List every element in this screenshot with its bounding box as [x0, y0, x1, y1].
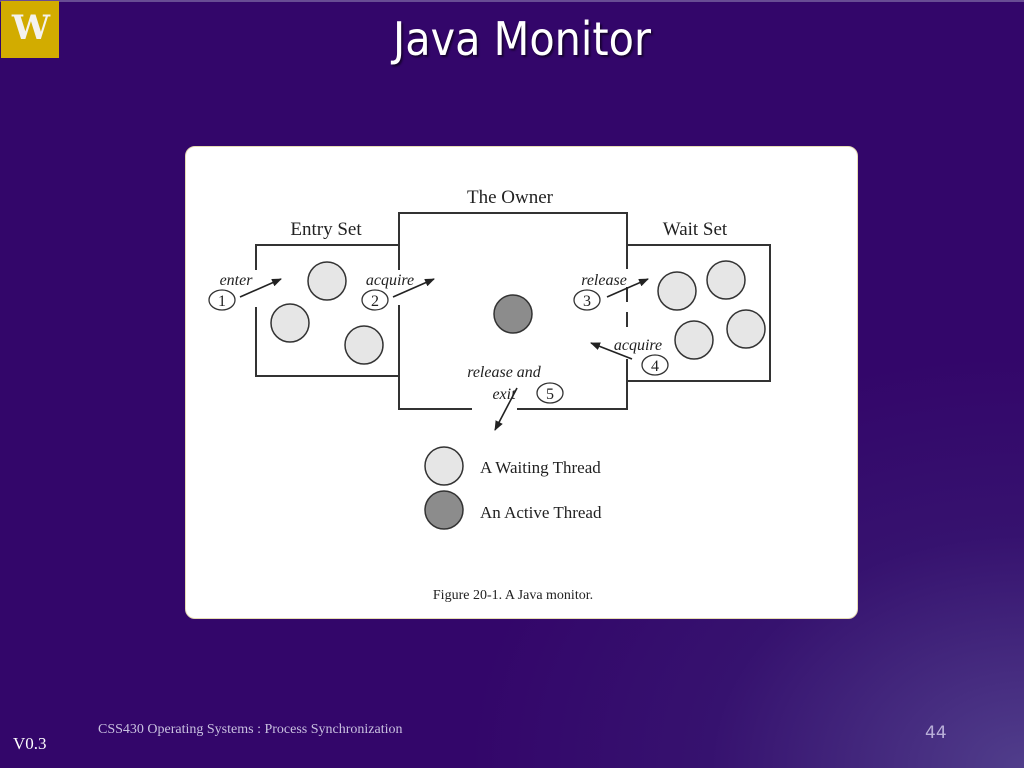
- entry-set-box: [255, 244, 400, 377]
- step-3-number: 3: [583, 293, 591, 310]
- wait-set-label: Wait Set: [663, 219, 728, 240]
- university-logo: W: [1, 1, 59, 58]
- owner-border-bottom-left: [398, 376, 472, 410]
- enter-label: enter: [220, 272, 254, 289]
- transition-release: release 3: [573, 272, 649, 311]
- wait-waiting-thread: [726, 309, 766, 349]
- release-label: release: [581, 272, 627, 289]
- owner-border-bottom-right: [517, 376, 628, 410]
- footer-course-title: CSS430 Operating Systems : Process Synch…: [98, 722, 403, 737]
- enter-arrow: [239, 278, 282, 298]
- step-2-number: 2: [371, 293, 379, 310]
- owner-active-thread: [493, 294, 533, 334]
- legend-active-label: An Active Thread: [480, 503, 602, 522]
- transition-acquire-wait: acquire 4: [590, 337, 669, 376]
- release-exit-label-line2: exit: [492, 386, 516, 403]
- entry-set-label: Entry Set: [290, 219, 362, 240]
- entry-waiting-thread: [307, 261, 347, 301]
- step-4-badge: [641, 354, 669, 376]
- step-1-number: 1: [218, 293, 226, 310]
- release-arrow: [606, 278, 649, 298]
- owner-label: The Owner: [467, 187, 554, 208]
- slide-page-number: 44: [925, 723, 947, 743]
- figure-caption: Figure 20-1. A Java monitor.: [433, 588, 593, 603]
- entry-set-border-bottom: [255, 307, 399, 377]
- entry-waiting-thread: [344, 325, 384, 365]
- slide-title: Java Monitor: [393, 12, 651, 66]
- logo-letter: W: [11, 7, 50, 48]
- step-1-badge: [208, 289, 236, 311]
- wait-waiting-thread: [706, 260, 746, 300]
- transition-acquire-entry: acquire 2: [361, 272, 435, 311]
- release-exit-label-line1: release and: [467, 364, 542, 381]
- acquire-entry-label: acquire: [366, 272, 414, 289]
- legend-waiting-swatch: [424, 446, 464, 486]
- release-exit-arrow: [494, 387, 518, 431]
- step-5-badge: [536, 382, 564, 404]
- wait-waiting-thread: [657, 271, 697, 311]
- acquire-entry-arrow: [392, 278, 435, 298]
- acquire-wait-label: acquire: [614, 337, 662, 354]
- transition-release-exit: release and exit 5: [467, 364, 564, 431]
- wait-set-border: [627, 244, 771, 382]
- step-5-number: 5: [546, 386, 554, 403]
- wait-waiting-thread: [674, 320, 714, 360]
- wait-set-box: [626, 244, 771, 382]
- entry-waiting-thread: [270, 303, 310, 343]
- legend-active-swatch: [424, 490, 464, 530]
- step-3-badge: [573, 289, 601, 311]
- step-2-badge: [361, 289, 389, 311]
- acquire-wait-arrow: [590, 342, 633, 360]
- java-monitor-figure: Entry Set The Owner Wait Set: [185, 146, 858, 619]
- owner-border-top: [398, 212, 628, 245]
- transition-enter: enter 1: [208, 272, 282, 311]
- java-monitor-diagram: Entry Set The Owner Wait Set: [208, 187, 771, 603]
- top-border-line: [0, 0, 1024, 2]
- step-4-number: 4: [651, 358, 659, 375]
- footer-version: V0.3: [13, 734, 47, 753]
- legend-waiting-label: A Waiting Thread: [480, 458, 601, 477]
- entry-set-border-top: [255, 244, 399, 270]
- owner-box: [398, 212, 628, 410]
- legend: A Waiting Thread An Active Thread: [424, 446, 602, 530]
